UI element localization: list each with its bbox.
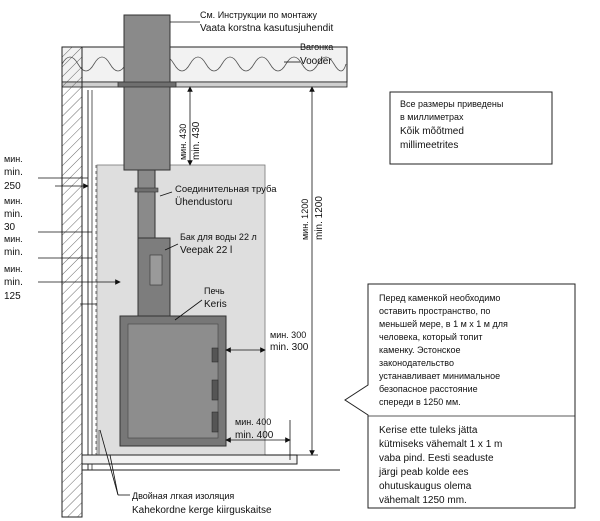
gap-30b-label-1: мин.: [4, 234, 23, 244]
chimney-label-et: Vaata korstna kasutusjuhendit: [200, 23, 333, 34]
callout-ru-1: Перед каменкой необходимо: [379, 293, 500, 303]
tank-label-ru: Бак для воды 22 л: [180, 232, 257, 242]
callout-et-3: vaba pind. Eesti seaduste: [379, 453, 494, 464]
stove-label-ru: Печь: [204, 286, 225, 296]
stove: [119, 315, 227, 447]
top-gap-label-ru: мин. 430: [178, 124, 188, 160]
gap-125-label-2: min.: [4, 277, 23, 288]
callout-ru-6: законодательство: [379, 358, 454, 368]
callout-et-2: kütmiseks vähemalt 1 x 1 m: [379, 439, 502, 450]
pipe-label-et: Ühendustoru: [175, 196, 232, 208]
ceiling-insulation: [61, 46, 348, 88]
connection-pipe: [137, 169, 156, 239]
callout-ru-2: оставить пространство, по: [379, 306, 490, 316]
gap-250-label-1: мин.: [4, 154, 23, 164]
callout-ru-4: человека, который топит: [379, 332, 483, 342]
chimney: [123, 14, 171, 171]
side-gap-label-et: min. 300: [270, 342, 309, 353]
pipe-label-ru: Соединительная труба: [175, 184, 277, 195]
callout-ru-5: каменку. Эстонское: [379, 345, 460, 355]
floor: [81, 454, 340, 471]
callout-ru-3: меньшей мере, в 1 м х 1 м для: [379, 319, 508, 329]
lining-label-ru: Вагонка: [300, 42, 333, 52]
tank-label-et: Veepak 22 l: [180, 245, 232, 256]
top-gap-label-et: min. 430: [191, 121, 202, 160]
height-label-et: min. 1200: [314, 196, 325, 240]
callout-ru-8: безопасное расстояние: [379, 384, 478, 394]
gap-30a-label-1: мин.: [4, 196, 23, 206]
callout-et-6: vähemalt 1250 mm.: [379, 495, 467, 506]
gap-30a-label-3: 30: [4, 222, 16, 233]
side-gap-label-ru: мин. 300: [270, 330, 306, 340]
gap-250-label-2: min.: [4, 167, 23, 178]
callout-et-5: ohutuskaugus olema: [379, 481, 472, 492]
front-gap-label-ru: мин. 400: [235, 417, 271, 427]
chimney-label-ru: См. Инструкции по монтажу: [200, 10, 317, 20]
gap-250-label-3: 250: [4, 181, 21, 192]
units-note-ru-2: в миллиметрах: [400, 112, 464, 122]
gap-125-label-1: мин.: [4, 264, 23, 274]
units-note-et-1: Kõik mõõtmed: [400, 126, 464, 137]
callout-et-4: järgi peab kolde ees: [378, 467, 469, 478]
callout-ru-9: спереди в 1250 мм.: [379, 397, 461, 407]
height-label-ru: мин. 1200: [300, 199, 310, 240]
units-note-et-2: millimeetrites: [400, 140, 458, 151]
stove-label-et: Keris: [204, 299, 227, 310]
gap-30b-label-2: min.: [4, 247, 23, 258]
units-note-ru-1: Все размеры приведены: [400, 99, 503, 109]
front-gap-label-et: min. 400: [235, 430, 274, 441]
gap-125-label-3: 125: [4, 291, 21, 302]
lining-label-et: Vooder: [300, 56, 332, 67]
insulation-label-ru: Двойная лгкая изоляция: [132, 491, 234, 501]
clearance-callout: Перед каменкой необходимо оставить прост…: [344, 283, 576, 509]
leader-lines: [99, 21, 300, 496]
dimension-lines: [38, 86, 318, 460]
callout-ru-7: устанавливает минимальное: [379, 371, 500, 381]
insulation-label-et: Kahekordne kerge kiirguskaitse: [132, 505, 272, 516]
gap-30a-label-2: min.: [4, 209, 23, 220]
units-note-box: Все размеры приведены в миллиметрах Kõik…: [389, 91, 553, 165]
callout-et-1: Kerise ette tuleks jätta: [379, 425, 478, 436]
